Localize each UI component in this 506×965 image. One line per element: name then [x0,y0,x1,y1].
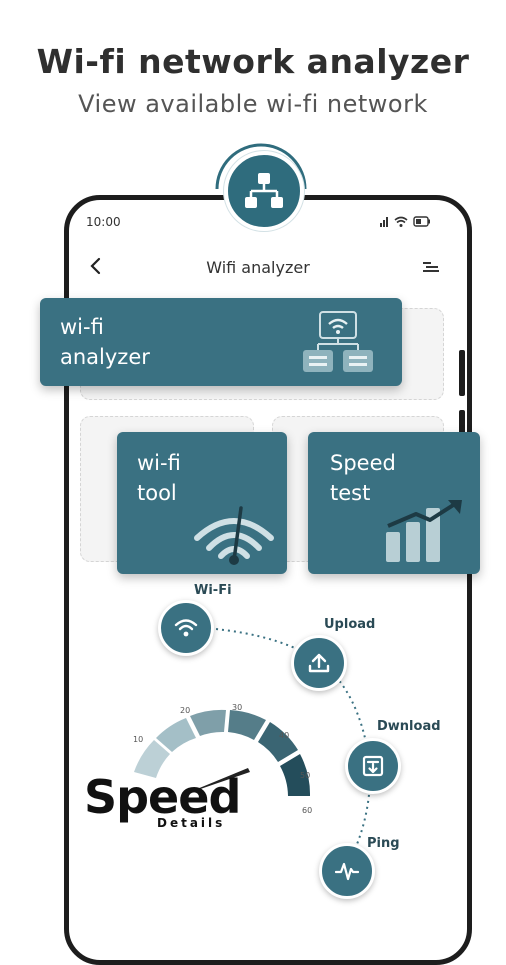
wifi-icon [174,619,198,637]
status-icons [380,216,430,227]
speed-test-card-title: Speed test [330,451,396,505]
app-title: Wifi analyzer [206,258,310,277]
signal-icon [380,217,388,227]
upload-icon [308,653,330,673]
download-step-button[interactable] [345,738,401,794]
battery-icon [413,216,430,227]
menu-icon [423,262,439,272]
step-label-download: Dwnload [377,719,441,734]
gauge-tick: 40 [279,731,290,740]
wifi-step-button[interactable] [158,600,214,656]
speed-gauge [134,709,311,796]
wifi-analyzer-card-title: wi-fi analyzer [60,315,150,369]
headline: Wi-fi network analyzer [36,42,470,81]
network-icon [245,173,283,208]
back-button[interactable] [86,255,106,277]
speed-logo-sub: Details [157,816,226,830]
wifi-gauge-icon [194,506,274,565]
network-wifi-icon [303,311,373,372]
menu-button[interactable] [420,256,442,278]
upload-step-button[interactable] [291,635,347,691]
gauge-tick: 30 [232,703,243,712]
step-label-wifi: Wi-Fi [194,583,232,598]
status-time: 10:00 [86,215,121,229]
gauge-tick: 20 [180,706,191,715]
wifi-tool-card-title: wi-fi tool [137,451,181,505]
speed-test-card[interactable]: Speed test [308,432,480,574]
gauge-tick: 60 [302,806,313,815]
step-label-ping: Ping [367,836,400,851]
network-badge [224,151,304,231]
badge-ring [215,143,307,190]
wifi-analyzer-card[interactable]: wi-fi analyzer [40,298,402,386]
speed-bars-icon [386,500,462,562]
pulse-icon [335,862,359,881]
gauge-needle [180,768,250,796]
ping-step-button[interactable] [319,843,375,899]
speed-logo-word: Speed [84,770,241,824]
phone-side-button [459,350,465,396]
wifi-status-icon [394,216,408,227]
gauge-tick: 10 [133,735,144,744]
subheadline: View available wi-fi network [78,90,428,118]
step-label-upload: Upload [324,617,376,632]
download-icon [362,755,384,777]
gauge-tick: 50 [300,771,311,780]
wifi-tool-card[interactable]: wi-fi tool [117,432,287,574]
gauge-segments [134,709,311,796]
